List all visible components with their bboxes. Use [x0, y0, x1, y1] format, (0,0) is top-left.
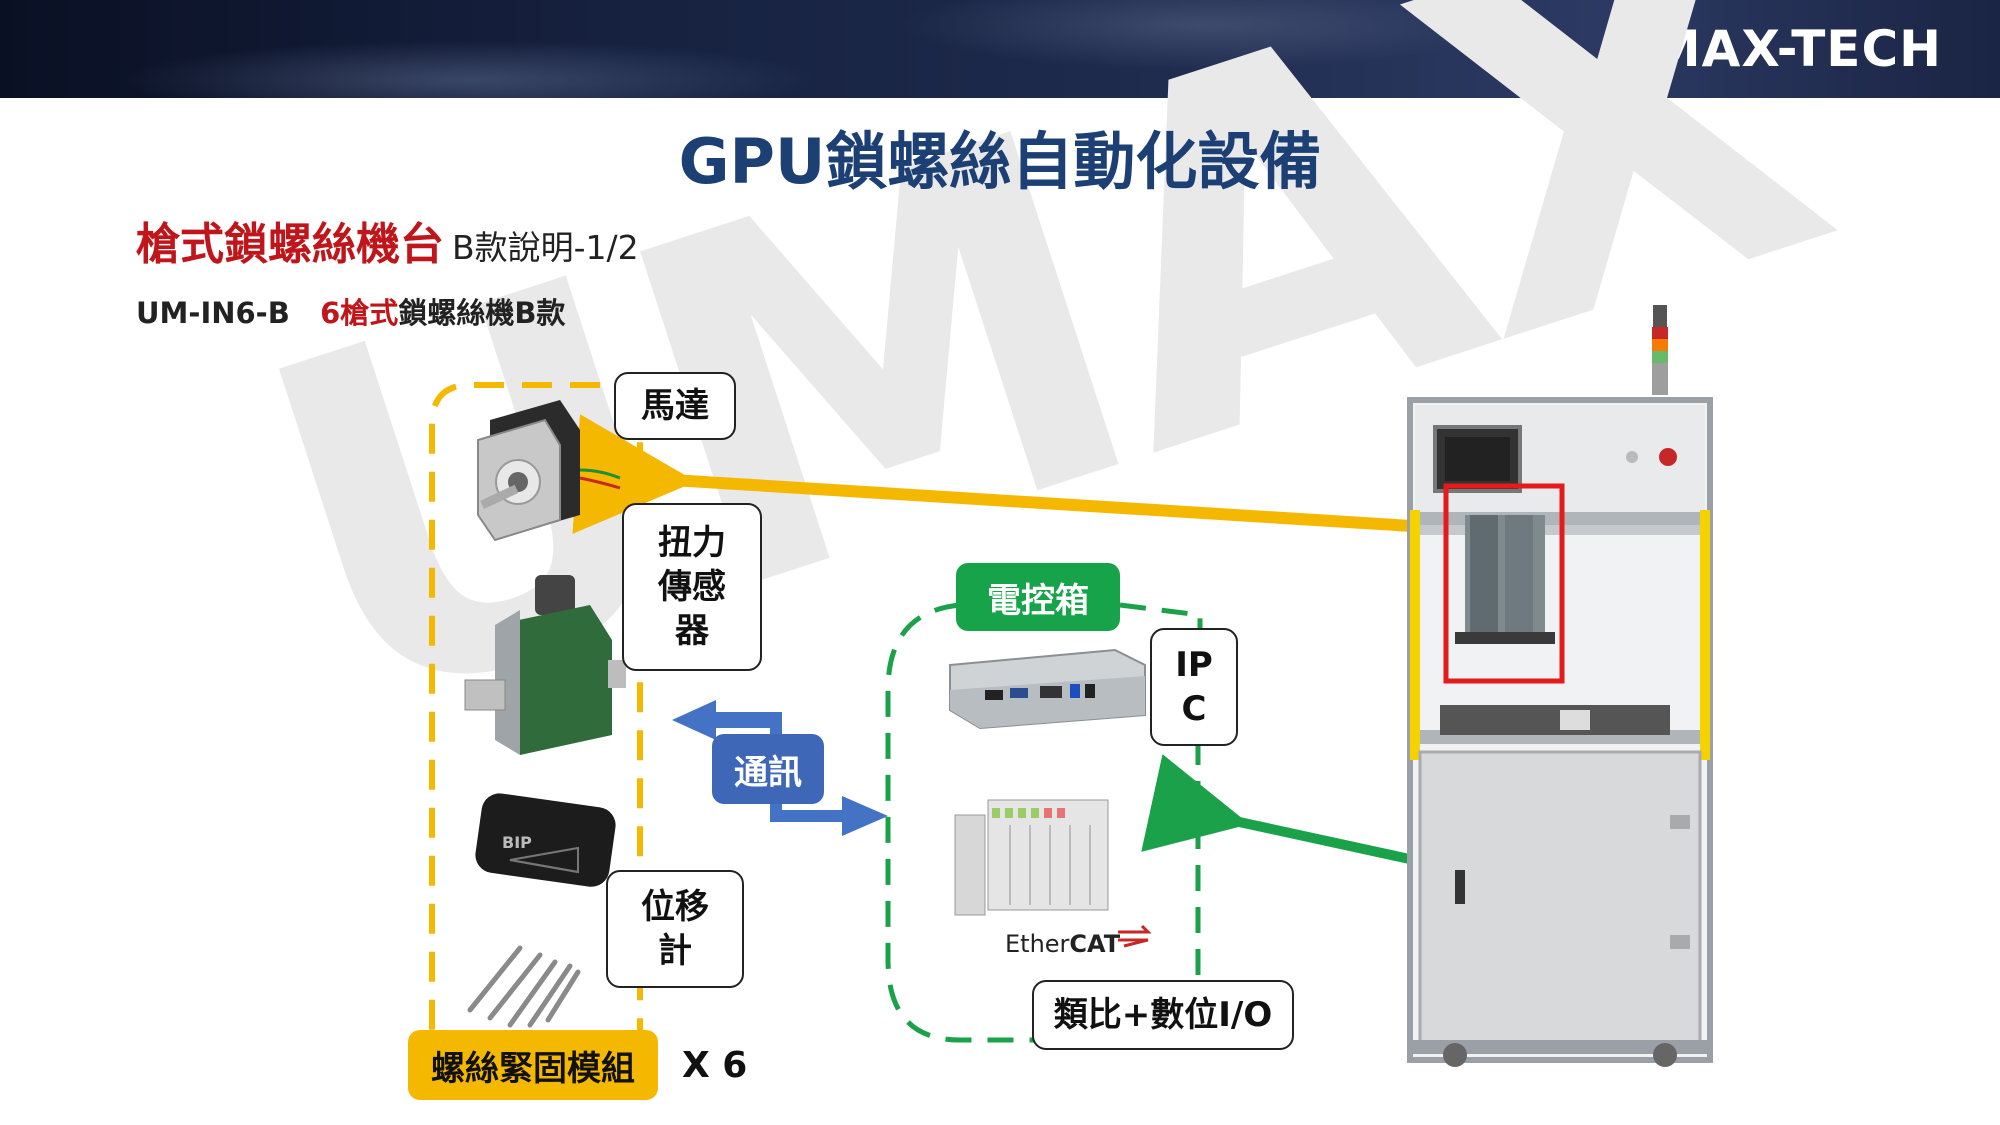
- screw-machine-icon: [1407, 305, 1713, 1067]
- industrial-pc-icon: [949, 648, 1146, 730]
- model-line: UM-IN6-B 6槍式鎖螺絲機B款: [136, 290, 565, 332]
- motor-link-arrow: [572, 414, 1445, 534]
- comm-label: 通訊: [712, 734, 824, 804]
- model-rest: 鎖螺絲機B款: [398, 296, 566, 330]
- subtitle-red: 槍式鎖螺絲機台: [136, 219, 444, 270]
- screwdriver-bits-icon: [467, 945, 581, 1028]
- module-dashed-border: [429, 382, 643, 1043]
- ethercat-label: EtherCAT: [1005, 930, 1121, 958]
- ethercat-io-icon: [954, 799, 1152, 948]
- displacement-line-2: 計: [658, 931, 692, 971]
- highlight-box: [1443, 483, 1565, 684]
- bip-label: BIP: [502, 833, 532, 852]
- model-red: 6槍式: [320, 296, 399, 330]
- control-box-label: 電控箱: [956, 563, 1120, 631]
- torque-line-1: 扭力: [658, 523, 726, 563]
- torque-sensor-icon: [464, 575, 626, 755]
- displacement-line-1: 位移: [641, 887, 709, 927]
- displacement-label: 位移 計: [606, 870, 744, 988]
- comm-arrows: [672, 700, 888, 836]
- ipc-label: IP C: [1150, 628, 1238, 746]
- brand-logo: UMAX-TECH: [1609, 20, 1942, 78]
- model-code: UM-IN6-B: [136, 296, 290, 330]
- module-label: 螺絲緊固模組: [408, 1030, 658, 1100]
- torque-line-2: 傳感: [658, 567, 726, 607]
- torque-sensor-label: 扭力 傳感 器: [622, 503, 762, 671]
- motor-label: 馬達: [614, 372, 736, 440]
- header-band: [0, 0, 2000, 98]
- module-multiplier: X 6: [682, 1045, 748, 1086]
- displacement-sensor-icon: [475, 793, 616, 887]
- ipc-line-1: IP: [1175, 645, 1213, 685]
- stepper-motor-icon: [477, 400, 621, 542]
- ipc-line-2: C: [1181, 689, 1207, 729]
- analog-io-label: 類比+數位I/O: [1032, 980, 1294, 1050]
- page-title: GPU鎖螺絲自動化設備: [678, 125, 1322, 198]
- subtitle-dark: B款說明-1/2: [452, 228, 639, 267]
- torque-line-3: 器: [675, 611, 709, 651]
